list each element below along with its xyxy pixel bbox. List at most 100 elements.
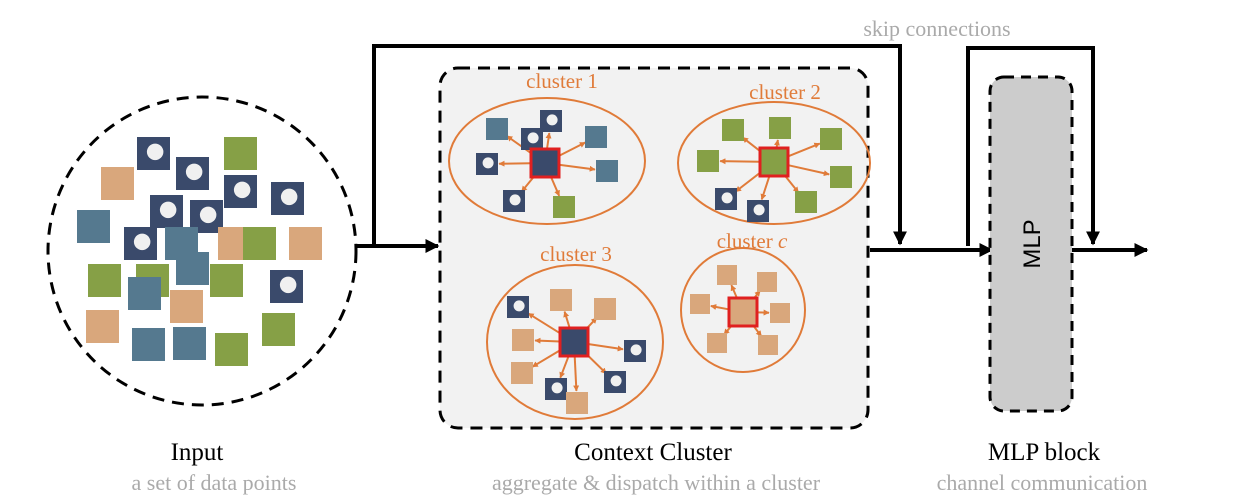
cluster-1: cluster 1	[448, 69, 646, 225]
input-patch	[224, 137, 257, 170]
cluster-point	[747, 200, 769, 222]
skip-connection-2	[966, 46, 1100, 246]
cluster-point	[769, 117, 791, 139]
cluster-point	[512, 329, 534, 351]
cluster-point	[594, 298, 616, 320]
dispatch-arrow	[786, 142, 821, 158]
input-patch	[289, 227, 322, 260]
dispatch-arrow	[506, 135, 535, 156]
mlp-box	[988, 75, 1074, 413]
cluster-center	[758, 146, 790, 178]
cluster-point	[758, 335, 778, 355]
cluster-c: cluster c	[680, 229, 806, 373]
context-cluster-subtitle: aggregate & dispatch within a cluster	[492, 470, 821, 495]
dispatch-arrow	[563, 310, 571, 329]
dispatch-arrow	[549, 175, 561, 197]
cluster-point	[604, 371, 626, 393]
dispatch-arrow	[558, 163, 596, 172]
cluster-point	[795, 191, 817, 213]
cluster-c-points	[690, 265, 790, 355]
input-patch	[132, 328, 165, 361]
cluster-2-boundary	[677, 101, 871, 225]
cluster-point	[545, 378, 567, 400]
dispatch-arrow	[760, 174, 771, 201]
input-patch	[215, 333, 248, 366]
cluster-3: cluster 3	[486, 242, 664, 420]
cluster-point	[511, 362, 533, 384]
cluster-point	[697, 150, 719, 172]
input-subtitle: a set of data points	[132, 470, 297, 495]
input-patch	[262, 313, 295, 346]
input-patch	[150, 195, 183, 228]
cluster-2: cluster 2	[677, 80, 871, 225]
cluster-point	[717, 265, 737, 285]
input-patch	[190, 200, 223, 233]
cluster-center	[529, 147, 561, 179]
input-patches	[77, 137, 322, 366]
cluster-3-boundary	[486, 264, 664, 420]
cluster-center	[727, 296, 759, 328]
cluster-point	[715, 188, 737, 210]
input-patch	[270, 270, 303, 303]
skip-connection-1	[372, 44, 907, 246]
input-patch	[101, 167, 134, 200]
cluster-point	[553, 196, 575, 218]
cluster-point	[722, 119, 744, 141]
cluster-3-label: cluster 3	[540, 242, 612, 266]
dispatch-arrow	[573, 355, 580, 392]
dispatch-arrow	[498, 160, 532, 167]
skip-connections-label: skip connections	[863, 16, 1010, 41]
cluster-c-boundary	[680, 247, 806, 373]
input-patch	[210, 264, 243, 297]
input-patch	[124, 227, 157, 260]
dispatch-arrow	[527, 312, 563, 336]
dispatch-arrow	[787, 164, 830, 177]
dispatch-arrow	[587, 343, 624, 352]
cluster-1-points	[476, 110, 618, 218]
cluster-point	[820, 128, 842, 150]
cluster-point	[585, 126, 607, 148]
cluster-center	[558, 326, 590, 358]
cluster-1-label: cluster 1	[526, 69, 598, 93]
cluster-point	[757, 272, 777, 292]
cluster-c-label: cluster c	[717, 229, 788, 253]
cluster-point	[624, 340, 646, 362]
cluster-point	[830, 166, 852, 188]
input-patch	[176, 157, 209, 190]
cluster-point	[550, 289, 572, 311]
cluster-point	[566, 392, 588, 414]
mlp-block-subtitle: channel communication	[937, 470, 1148, 495]
input-patch	[128, 277, 161, 310]
dispatch-arrow	[734, 169, 764, 193]
dispatch-arrow	[710, 304, 730, 311]
input-patch	[271, 182, 304, 215]
cluster-point	[521, 128, 543, 150]
dispatch-arrow	[545, 132, 552, 150]
cluster-2-label: cluster 2	[749, 80, 821, 104]
input-title: Input	[171, 439, 224, 466]
cluster-3-points	[507, 289, 646, 414]
input-patch	[137, 137, 170, 170]
mlp-block-title: MLP block	[988, 439, 1101, 466]
context-cluster-title: Context Cluster	[574, 439, 732, 466]
input-patch	[176, 252, 209, 285]
cluster-point	[540, 110, 562, 132]
input-patch	[86, 310, 119, 343]
input-patch	[77, 210, 110, 243]
cluster-point	[707, 333, 727, 353]
input-patch	[224, 175, 257, 208]
dispatch-arrow	[534, 337, 561, 344]
input-patch	[243, 227, 276, 260]
input-patch	[170, 290, 203, 323]
cluster-point	[507, 296, 529, 318]
dispatch-arrow	[719, 158, 761, 165]
dispatch-arrow	[559, 354, 570, 379]
input-patch	[88, 264, 121, 297]
cluster-point	[690, 294, 710, 314]
cluster-point	[770, 303, 790, 323]
cluster-point	[476, 153, 498, 175]
mlp-box-label: MLP	[1019, 219, 1046, 268]
cluster-2-points	[697, 117, 852, 222]
cluster-point	[486, 118, 508, 140]
